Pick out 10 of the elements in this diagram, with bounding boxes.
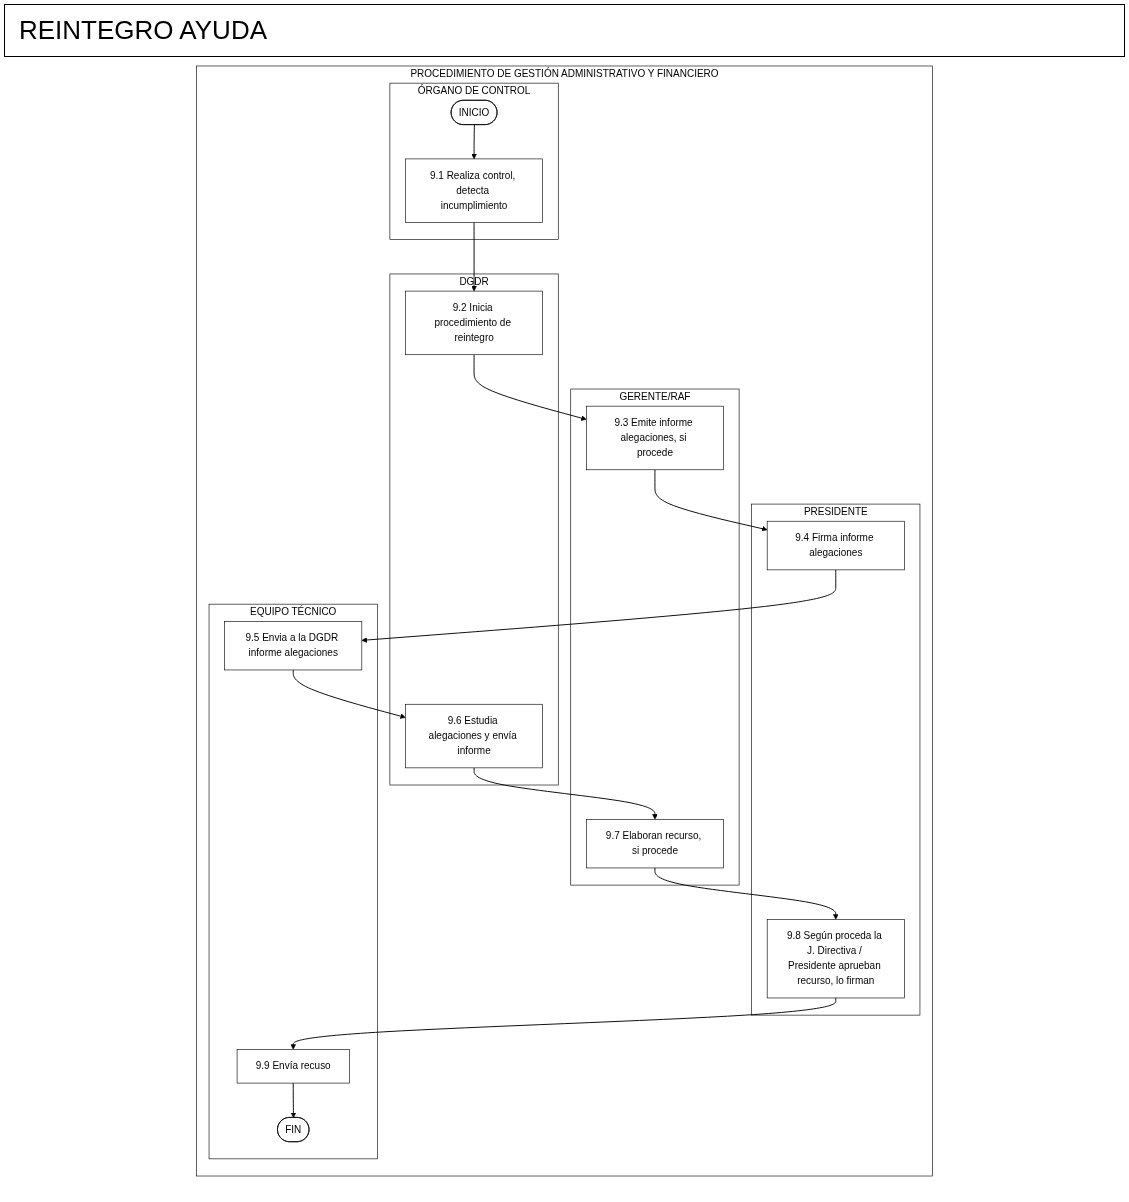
- node-box: 9.1 Realiza control, detecta incumplimiento: [405, 158, 543, 223]
- node-box: 9.8 Según proceda la J. Directiva / Presidente aprueban recurso, lo firman: [766, 919, 905, 999]
- diagram-title: REINTEGRO AYUDA: [4, 4, 1125, 57]
- node-box: 9.6 Estudia alegaciones y envía informe: [405, 703, 543, 769]
- node-box: 9.9 Envía recuso: [236, 1049, 350, 1084]
- node-box: 9.5 Envia a la DGDR informe alegaciones: [224, 621, 363, 671]
- node-box: 9.2 Inicia procedimiento de reintegro: [405, 290, 543, 356]
- node-box: 9.4 Firma informe alegaciones: [766, 520, 905, 571]
- node-box: 9.3 Emite informe alegaciones, si procede: [586, 405, 724, 471]
- node-box: 9.7 Elaboran recurso, si procede: [586, 819, 724, 869]
